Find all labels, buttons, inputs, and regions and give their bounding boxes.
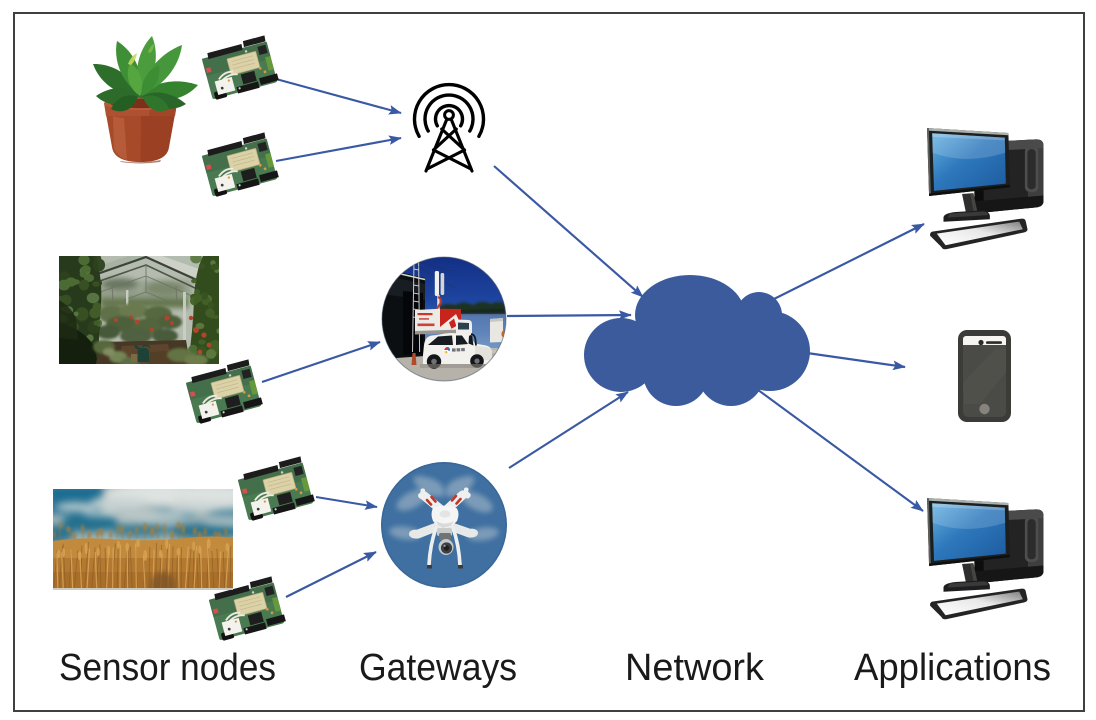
svg-text:Gateways: Gateways <box>359 647 517 689</box>
svg-text:Network: Network <box>625 647 765 689</box>
svg-text:Applications: Applications <box>854 647 1051 689</box>
svg-text:Sensor nodes: Sensor nodes <box>59 647 276 689</box>
